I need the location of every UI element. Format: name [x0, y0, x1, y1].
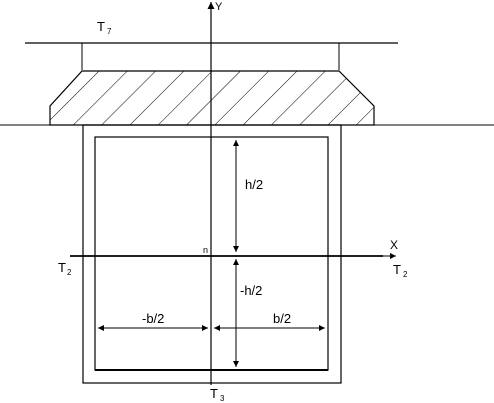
left-boundary-label: T — [58, 260, 66, 275]
top-boundary-subscript: 7 — [107, 27, 112, 36]
left-boundary-subscript: 2 — [67, 268, 72, 277]
y-axis-label: Y — [215, 1, 223, 13]
bottom-boundary-label: T — [210, 386, 218, 401]
hatched-block — [49, 70, 375, 126]
outer-rectangle — [82, 124, 342, 384]
b-half-label: b/2 — [273, 311, 291, 326]
right-boundary-subscript: 2 — [403, 270, 408, 279]
h-half-label: h/2 — [245, 177, 263, 192]
neg-b-half-label: -b/2 — [142, 311, 164, 326]
origin-label: n — [203, 245, 208, 255]
right-boundary-label: T — [393, 262, 401, 277]
top-boundary-label: T — [97, 19, 105, 34]
neg-h-half-label: -h/2 — [240, 283, 262, 298]
x-axis-label: X — [390, 238, 398, 252]
bottom-boundary-subscript: 3 — [220, 394, 225, 403]
